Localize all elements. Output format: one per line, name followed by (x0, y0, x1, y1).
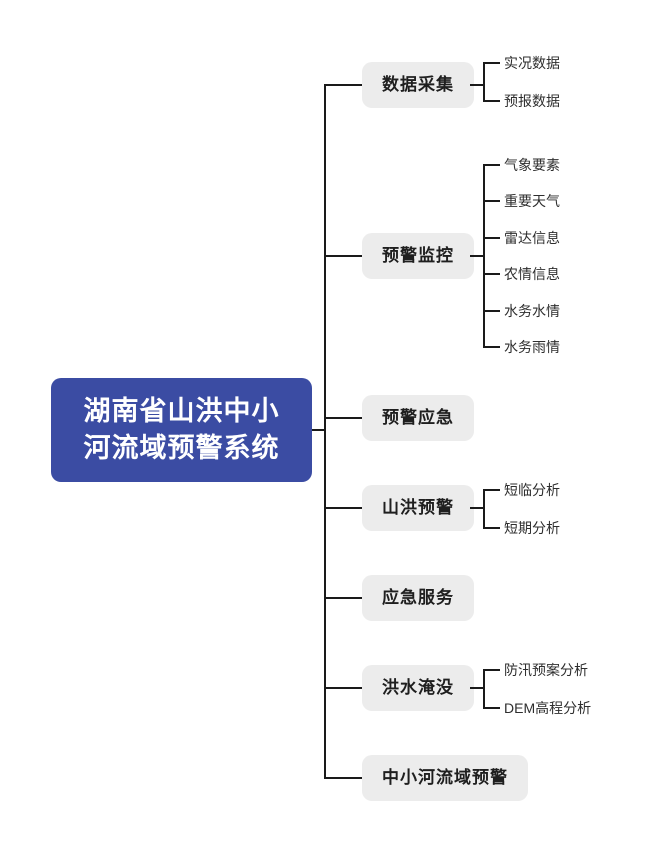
root-label-line1: 湖南省山洪中小 (83, 396, 280, 426)
leaf-node-water-condition: 水务水情 (504, 303, 560, 319)
leaf-node-radar-info: 雷达信息 (504, 230, 560, 246)
leaf-connector-line (485, 707, 500, 709)
branch-connector-line (324, 777, 362, 779)
branch-connector-line (324, 84, 362, 86)
root-label-line2: 河流域预警系统 (83, 433, 280, 463)
leaf-group-stub-line (470, 687, 484, 689)
leaf-connector-line (485, 100, 500, 102)
leaf-group-stub-line (470, 255, 484, 257)
leaf-connector-line (485, 489, 500, 491)
leaf-group-stub-line (470, 507, 484, 509)
branch-connector-line (324, 255, 362, 257)
leaf-connector-line (485, 62, 500, 64)
leaf-connector-line (485, 527, 500, 529)
branch-node-data-collection: 数据采集 (362, 62, 474, 108)
branch-node-warning-emergency: 预警应急 (362, 395, 474, 441)
branch-connector-line (324, 507, 362, 509)
leaf-connector-line (485, 273, 500, 275)
leaf-node-realtime-data: 实况数据 (504, 55, 560, 71)
leaf-node-agriculture-info: 农情信息 (504, 266, 560, 282)
leaf-node-important-weather: 重要天气 (504, 193, 560, 209)
branch-connector-line (324, 417, 362, 419)
leaf-connector-line (485, 346, 500, 348)
trunk-line (324, 84, 326, 779)
leaf-connector-line (485, 669, 500, 671)
branch-node-emergency-service: 应急服务 (362, 575, 474, 621)
branch-node-small-medium-river-warning: 中小河流域预警 (362, 755, 528, 801)
branch-node-flash-flood-warning: 山洪预警 (362, 485, 474, 531)
leaf-node-nowcast-analysis: 短临分析 (504, 482, 560, 498)
leaf-connector-line (485, 164, 500, 166)
leaf-group-trunk-line (483, 62, 485, 102)
leaf-group-trunk-line (483, 164, 485, 348)
leaf-group-trunk-line (483, 669, 485, 709)
branch-node-warning-monitoring: 预警监控 (362, 233, 474, 279)
leaf-node-forecast-data: 预报数据 (504, 93, 560, 109)
root-node: 湖南省山洪中小 河流域预警系统 (51, 378, 312, 482)
leaf-group-stub-line (470, 84, 484, 86)
leaf-connector-line (485, 200, 500, 202)
leaf-group-trunk-line (483, 489, 485, 529)
leaf-connector-line (485, 237, 500, 239)
leaf-node-short-term-analysis: 短期分析 (504, 520, 560, 536)
leaf-node-weather-elements: 气象要素 (504, 157, 560, 173)
leaf-connector-line (485, 310, 500, 312)
leaf-node-flood-plan-analysis: 防汛预案分析 (504, 662, 588, 678)
branch-connector-line (324, 597, 362, 599)
leaf-node-dem-elevation-analysis: DEM高程分析 (504, 700, 592, 716)
root-connector-line (312, 429, 324, 431)
branch-connector-line (324, 687, 362, 689)
branch-node-flood-inundation: 洪水淹没 (362, 665, 474, 711)
leaf-node-rain-condition: 水务雨情 (504, 339, 560, 355)
